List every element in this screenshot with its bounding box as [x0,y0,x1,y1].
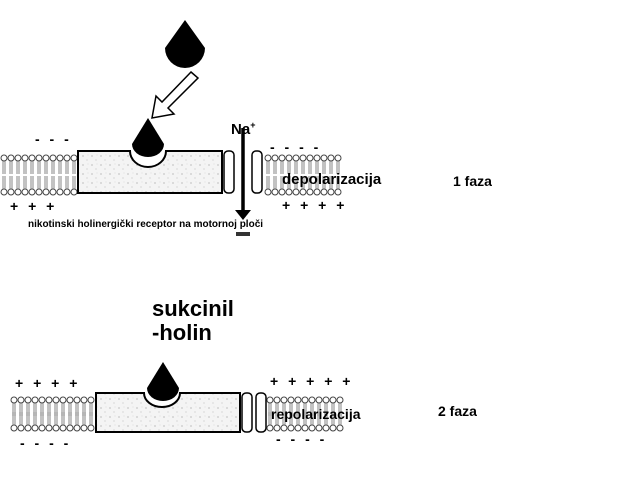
lipid-head-outer [49,154,57,175]
lipid-head-outer [35,154,43,175]
lipid-head-inner [7,175,15,196]
lipid-head-inner [49,175,57,196]
channel-subunit [223,150,235,194]
arrow-down-icon [151,70,200,119]
lipid-head-inner [17,411,25,432]
receptor-body-2 [95,392,241,433]
sodium-ion-label: Na+ [231,120,256,138]
lipid-head-outer [10,396,18,417]
lipid-head-inner [87,411,95,432]
lipid-head-inner [56,175,64,196]
lipid-head-outer [66,396,74,417]
lipid-head-inner [28,175,36,196]
membrane-left-2 [10,396,95,432]
faded-artifact [236,232,250,236]
lipid-head-outer [7,154,15,175]
lipid-head-inner [66,411,74,432]
lipid-head-outer [70,154,78,175]
charges-top-left-1: - - - [35,131,72,147]
lipid-head-outer [28,154,36,175]
charges-top-left-2: + + + + [15,375,81,391]
lipid-head-outer [45,396,53,417]
lipid-head-outer [56,154,64,175]
lipid-head-outer [42,154,50,175]
lipid-head-inner [63,175,71,196]
lipid-head-outer [38,396,46,417]
charges-bottom-right-1: + + + + [282,197,348,213]
lipid-head-inner [45,411,53,432]
lipid-head-outer [80,396,88,417]
lipid-head-inner [70,175,78,196]
drug-molecule-bound-2 [147,362,179,401]
lipid-head-inner [10,411,18,432]
channel-subunit [241,392,253,433]
lipid-head-inner [59,411,67,432]
lipid-head-outer [59,396,67,417]
receptor-caption: nikotinski holinergički receptor na moto… [28,219,264,230]
phase-2-label: 2 faza [438,403,477,419]
sodium-influx-arrow [235,128,251,220]
charges-bottom-right-2: - - - - [276,431,328,447]
lipid-head-inner [80,411,88,432]
lipid-head-outer [87,396,95,417]
repolarization-label: repolarizacija [271,406,361,422]
lipid-head-inner [38,411,46,432]
lipid-head-inner [42,175,50,196]
drug-name-line2: -holin [152,320,212,345]
charges-bottom-left-2: - - - - [20,435,72,451]
phase-1-label: 1 faza [453,173,492,189]
lipid-head-outer [31,396,39,417]
channel-subunit [255,392,267,433]
lipid-head-outer [0,154,8,175]
lipid-head-inner [0,175,8,196]
lipid-head-outer [63,154,71,175]
lipid-head-inner [73,411,81,432]
lipid-head-outer [73,396,81,417]
lipid-head-inner [52,411,60,432]
drug-name-line1: sukcinil [152,296,234,321]
lipid-head-outer [21,154,29,175]
charges-top-right-2: + + + + + [270,373,354,389]
channel-subunit [251,150,263,194]
lipid-head-inner [271,175,279,196]
lipid-head-outer [271,154,279,175]
lipid-head-outer [264,154,272,175]
lipid-head-outer [17,396,25,417]
lipid-head-outer [24,396,32,417]
charges-bottom-left-1: + + + [10,198,58,214]
depolarization-label: depolarizacija [282,171,382,188]
lipid-head-inner [24,411,32,432]
lipid-head-outer [52,396,60,417]
lipid-head-inner [31,411,39,432]
drug-molecule-bound [132,118,164,157]
lipid-head-inner [14,175,22,196]
membrane-left-1 [0,154,78,196]
drug-molecule-falling [165,20,205,68]
receptor-body-1 [77,150,223,194]
lipid-head-inner [35,175,43,196]
lipid-head-inner [21,175,29,196]
charges-top-right-1: - - - - [270,139,322,155]
lipid-head-outer [14,154,22,175]
lipid-head-inner [264,175,272,196]
